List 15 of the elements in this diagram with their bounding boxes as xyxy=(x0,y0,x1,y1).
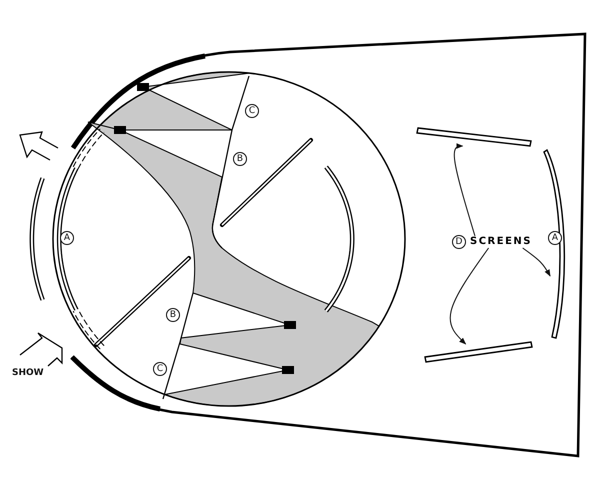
arrow xyxy=(450,248,490,344)
callout-letter: D xyxy=(452,235,466,249)
callout-letter: B xyxy=(166,308,180,322)
direction-label: SHOW xyxy=(12,368,44,378)
callout-letter: C xyxy=(245,104,259,118)
arrow xyxy=(522,248,551,277)
screen-panel xyxy=(424,341,533,363)
curved-screen-panel xyxy=(543,149,566,339)
callout-text: SCREENS xyxy=(470,236,532,247)
callout-letter: A xyxy=(548,231,562,245)
callout-letter: B xyxy=(233,152,247,166)
callout-letter: A xyxy=(60,231,74,245)
arrow xyxy=(454,143,476,236)
callout-letter: C xyxy=(153,362,167,376)
screen-panel xyxy=(416,127,532,147)
